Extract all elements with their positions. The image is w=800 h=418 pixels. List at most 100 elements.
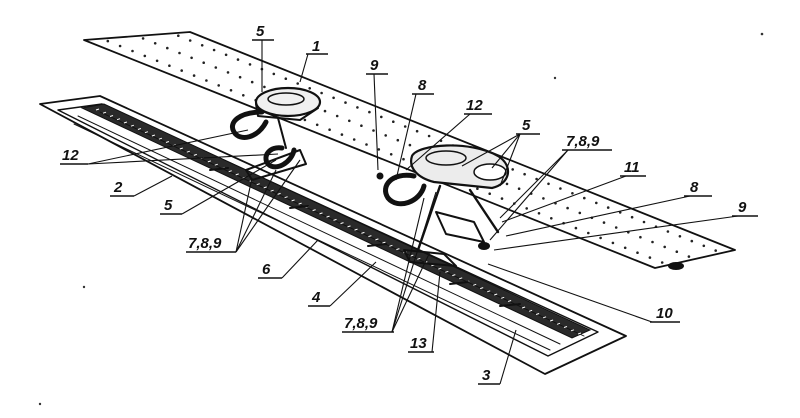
perforation-hole	[248, 63, 252, 66]
perforation-hole	[595, 201, 598, 205]
label-10: 10	[656, 305, 673, 322]
perforation-hole	[623, 246, 627, 250]
perforation-hole	[236, 58, 240, 61]
label-5-right: 5	[522, 117, 531, 134]
perforation-hole	[571, 192, 574, 195]
perforation-hole	[675, 250, 679, 253]
perforation-hole	[630, 215, 634, 219]
perforation-hole	[217, 84, 220, 87]
perforation-hole	[408, 143, 412, 147]
rail-mark	[494, 293, 498, 296]
rail-mark	[459, 277, 463, 280]
rail-mark	[256, 183, 260, 186]
perforation-hole	[214, 66, 218, 69]
perforation-hole	[332, 96, 335, 100]
perforation-hole	[415, 129, 419, 133]
perforation-hole	[153, 42, 157, 45]
perforation-hole	[583, 196, 586, 200]
rail-mark	[193, 153, 197, 156]
rail-mark	[396, 248, 400, 251]
rail-mark	[326, 215, 330, 218]
perforation-hole	[402, 157, 405, 161]
perforation-hole	[380, 115, 383, 119]
perforation-hole	[606, 206, 610, 209]
perforation-hole	[250, 80, 254, 84]
perforation-hole	[166, 46, 169, 50]
rail-mark	[438, 267, 442, 270]
rail-mark	[354, 228, 358, 231]
rail-mark	[116, 118, 121, 121]
perforation-hole	[566, 206, 569, 210]
perforation-hole	[242, 94, 245, 97]
perforation-hole	[663, 245, 666, 249]
perforation-hole	[523, 172, 526, 176]
perforation-hole	[505, 182, 509, 186]
rail-mark	[291, 199, 295, 202]
perforation-hole	[229, 89, 233, 92]
perforation-hole	[348, 119, 351, 123]
perforation-hole	[352, 138, 356, 141]
label-9-right: 9	[738, 199, 747, 216]
perforation-hole	[303, 118, 307, 122]
perforation-hole	[284, 77, 288, 80]
rail-mark	[570, 329, 575, 332]
perforation-hole	[666, 230, 670, 233]
perforation-hole	[308, 87, 312, 90]
perforation-hole	[180, 69, 183, 72]
right-clamp-assembly	[376, 144, 509, 267]
rail-mark	[487, 290, 491, 293]
perforation-hole	[678, 235, 682, 238]
label-5-left: 5	[164, 197, 173, 214]
rail-mark	[445, 270, 449, 273]
perforation-hole	[542, 197, 545, 200]
perforation-hole	[372, 129, 375, 132]
perforation-hole	[192, 74, 196, 77]
perforation-hole	[642, 220, 646, 224]
rail-mark	[235, 173, 239, 176]
perforation-hole	[141, 37, 145, 40]
rail-mark	[501, 296, 505, 299]
perforation-hole	[365, 143, 368, 146]
perforation-hole	[224, 53, 228, 57]
rail-mark	[228, 170, 232, 173]
rail-mark	[480, 287, 484, 290]
perforation-hole	[702, 244, 706, 248]
rail-mark	[521, 306, 526, 309]
rail-mark	[577, 332, 582, 335]
label-7-8-9-bottom: 7,8,9	[344, 315, 378, 332]
perforation-hole	[651, 240, 654, 244]
perforation-hole	[368, 110, 371, 114]
rail-mark	[102, 111, 107, 114]
rail-mark	[284, 196, 288, 199]
perforation-hole	[212, 48, 216, 52]
rail-mark	[410, 254, 414, 257]
label-2: 2	[113, 179, 123, 196]
label-8-right: 8	[690, 179, 699, 196]
rail-mark	[549, 319, 554, 322]
rail-mark	[109, 115, 114, 117]
label-9-top: 9	[370, 57, 379, 74]
perforation-hole	[238, 75, 242, 79]
perforation-hole	[335, 114, 339, 118]
label-5-top: 5	[256, 23, 265, 40]
rail-mark	[361, 231, 365, 234]
rail-mark	[277, 192, 281, 195]
perforation-hole	[511, 168, 514, 171]
perforation-hole	[340, 133, 344, 136]
perforation-hole	[384, 134, 388, 137]
perforation-hole	[660, 261, 664, 264]
rail-mark	[375, 238, 379, 241]
rail-mark	[144, 131, 149, 134]
perforation-hole	[559, 187, 562, 190]
perforation-hole	[550, 217, 553, 220]
rail-mark	[389, 244, 393, 247]
rail-mark	[382, 241, 386, 244]
perforation-hole	[714, 249, 717, 252]
base-plate	[39, 95, 627, 375]
rail-mark	[158, 137, 163, 140]
label-1: 1	[312, 38, 320, 55]
perforation-hole	[602, 221, 606, 224]
rail-mark	[137, 128, 142, 130]
rail-mark	[347, 225, 351, 228]
